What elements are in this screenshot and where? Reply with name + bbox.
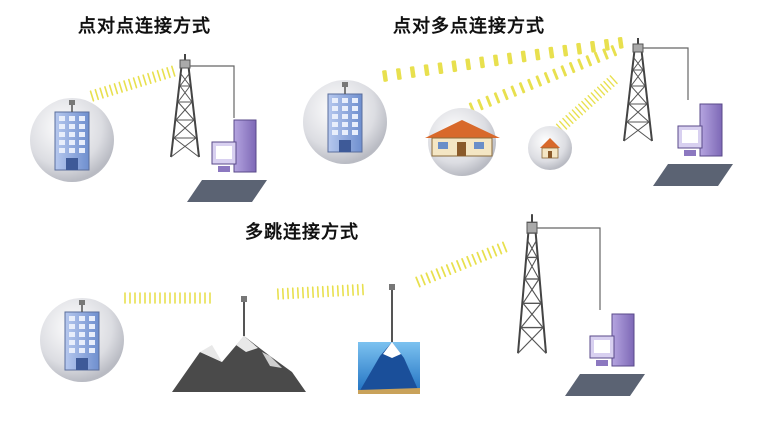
multihop-group (39, 212, 646, 397)
title-point-to-multipoint: 点对多点连接方式 (393, 16, 545, 37)
multihop-signal-2-icon (276, 283, 364, 300)
title-multi-hop: 多跳连接方式 (245, 222, 359, 243)
mountain-2-icon (358, 284, 420, 394)
p2mp-computer-icon (652, 103, 734, 187)
p2mp-signal-3-icon (555, 75, 618, 133)
p2mp-signal-1-icon (384, 38, 621, 81)
multihop-signal-3-icon (415, 241, 508, 288)
multihop-cable (537, 227, 601, 310)
multihop-tower-icon (516, 212, 548, 355)
p2mp-tower-icon (623, 37, 653, 142)
p2p-group (29, 53, 268, 203)
p2mp-house-icon (425, 108, 500, 176)
p2p-building-icon (29, 97, 115, 183)
multihop-building-icon (39, 297, 125, 383)
p2mp-building-icon (302, 79, 388, 165)
p2p-signal-icon (89, 65, 176, 102)
p2p-tower-icon (170, 53, 200, 158)
p2mp-cable (643, 47, 689, 100)
title-point-to-point: 点对点连接方式 (78, 16, 211, 37)
p2p-cable (190, 65, 235, 118)
p2p-computer-icon (186, 119, 268, 203)
mountain-1-icon (172, 296, 306, 392)
p2mp-group (302, 37, 734, 187)
multihop-signal-1-icon (124, 292, 211, 304)
multihop-computer-icon (564, 313, 646, 397)
p2mp-small-house-icon (528, 126, 572, 170)
